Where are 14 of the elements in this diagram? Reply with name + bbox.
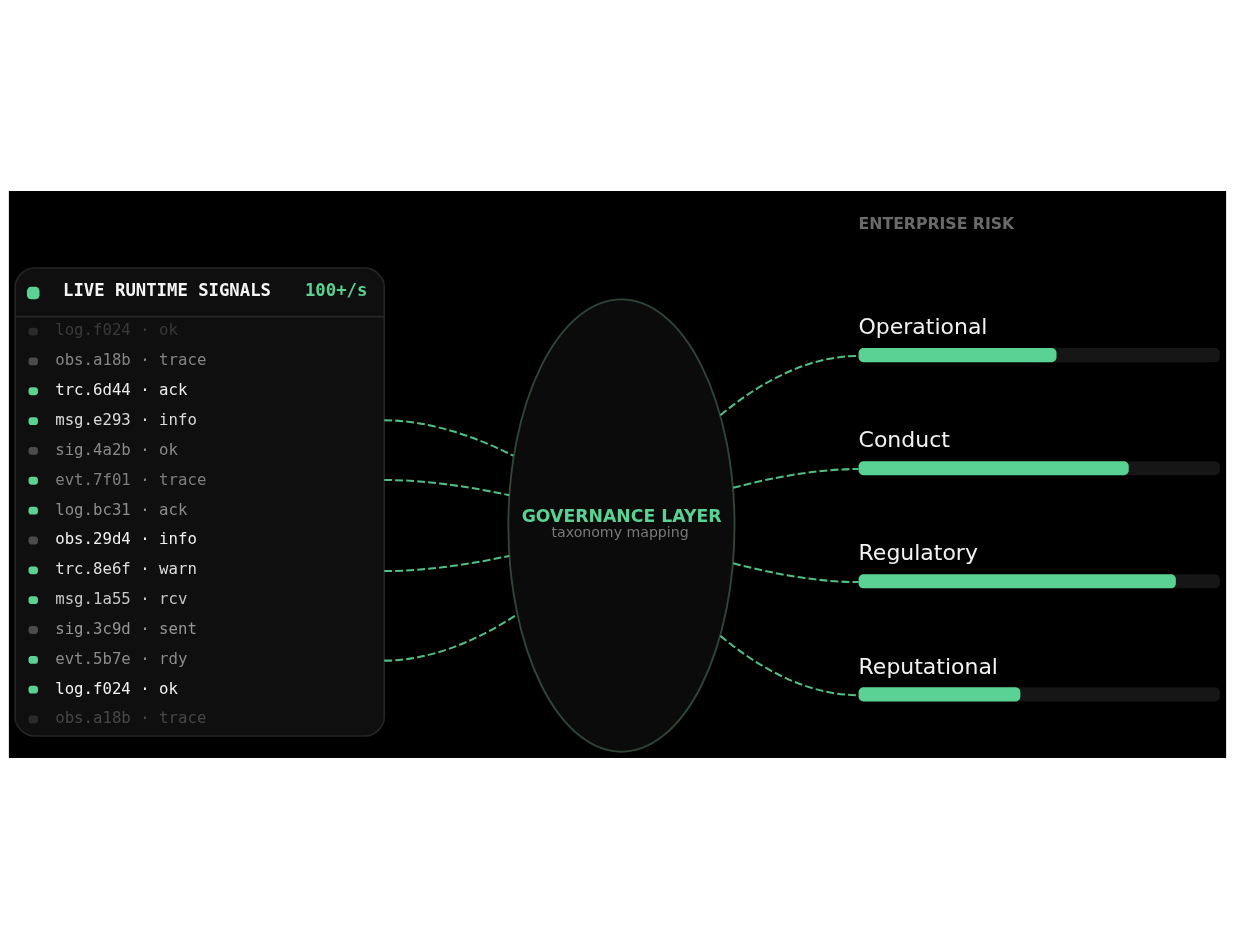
- connector: [384, 554, 510, 573]
- connector: [719, 635, 859, 697]
- connector: [384, 613, 518, 662]
- connector: [719, 354, 859, 417]
- node-label: Conduct: [858, 427, 950, 453]
- connector: [384, 419, 514, 457]
- node-label: Reputational: [858, 653, 998, 679]
- connector: [732, 562, 859, 584]
- node-label: Operational: [858, 314, 988, 340]
- label: ENTERPRISE RISK: [858, 213, 1015, 233]
- node-label: Regulatory: [858, 540, 978, 566]
- node-ellipse: GOVERNANCE LAYER taxonomy mapping: [507, 298, 736, 753]
- connector: [732, 468, 859, 489]
- connector: [384, 479, 510, 497]
